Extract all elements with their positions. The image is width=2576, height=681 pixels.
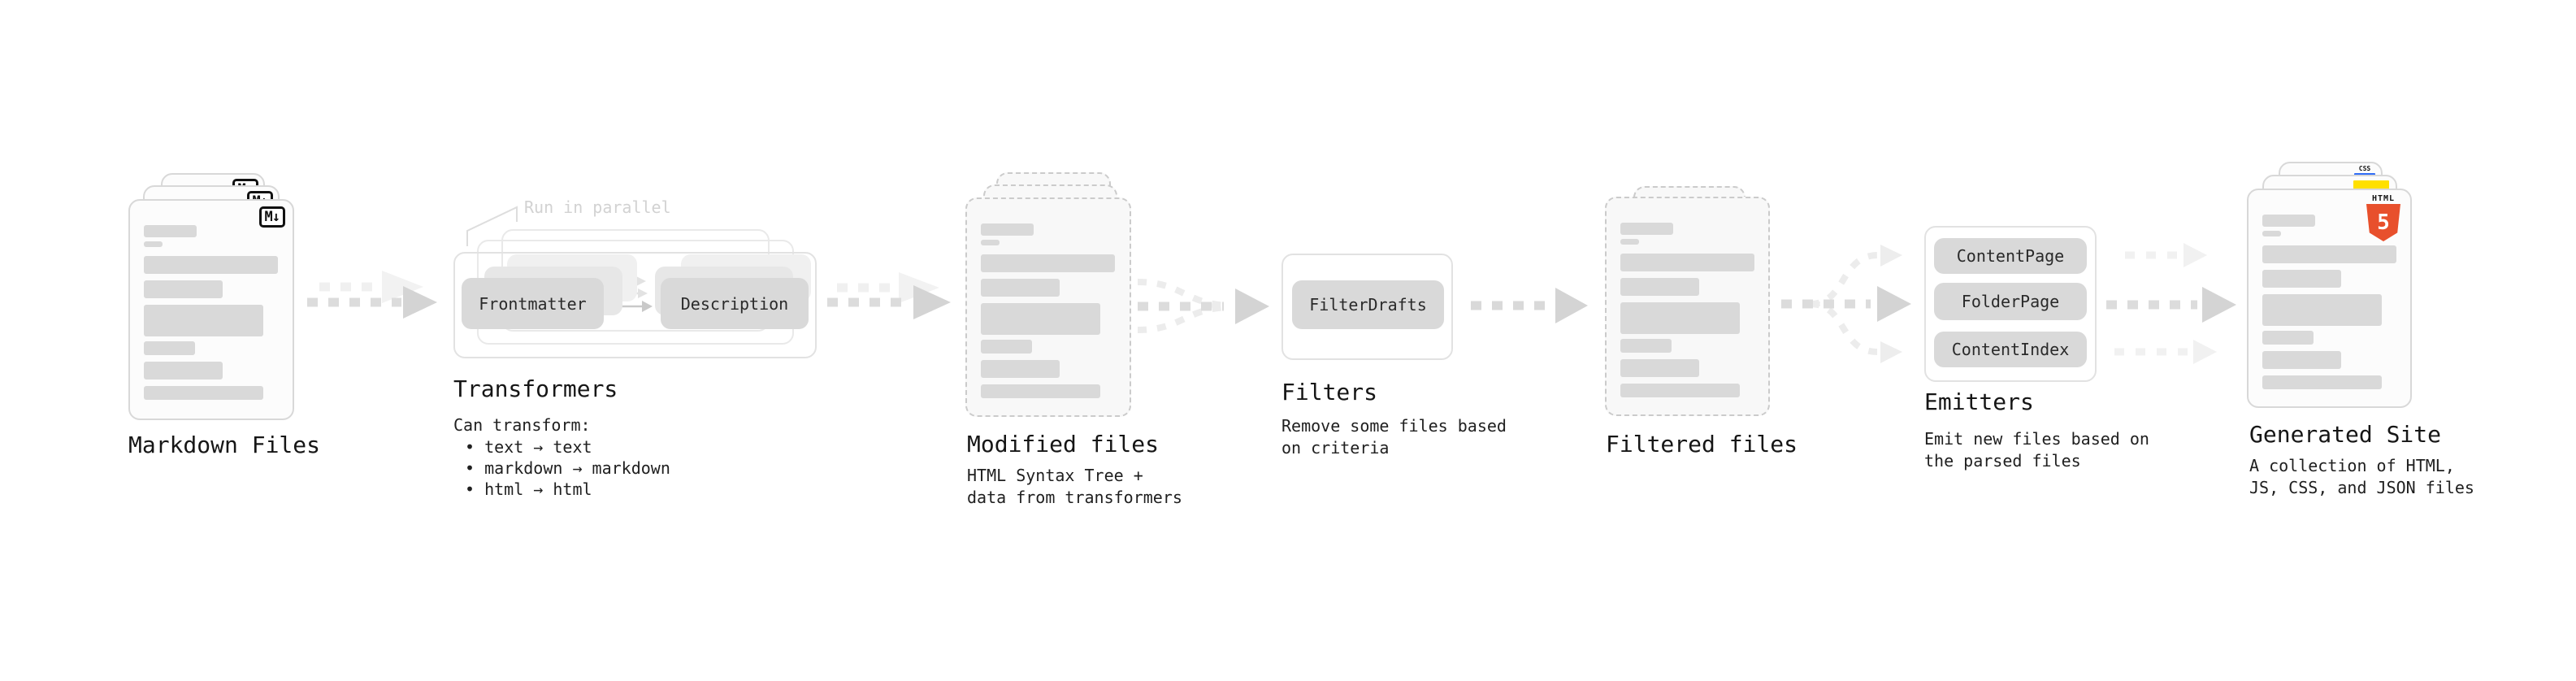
frontmatter-box: Frontmatter <box>462 278 604 329</box>
transformers-subtitle: Can transform: <box>453 415 591 435</box>
arrow-transformers-to-modified <box>827 272 951 319</box>
description-box: Description <box>661 278 809 329</box>
placeholder-bar <box>1620 359 1699 377</box>
desc-line: HTML Syntax Tree + <box>967 466 1143 485</box>
contentpage-box: ContentPage <box>1934 238 2087 274</box>
arrow-filters-to-filtered <box>1471 288 1588 323</box>
placeholder-bar <box>1620 254 1754 271</box>
placeholder-bar <box>1620 278 1699 296</box>
emitters-container <box>1924 226 2097 382</box>
markdown-files-label: Markdown Files <box>128 432 321 458</box>
filters-container <box>1281 254 1453 360</box>
placeholder-bar <box>981 340 1032 354</box>
filterdrafts-box: FilterDrafts <box>1292 280 1444 329</box>
placeholder-bar <box>981 360 1060 378</box>
filtered-file-card <box>1605 197 1770 416</box>
placeholder-bar <box>2262 294 2382 326</box>
html5-icon-label: HTML <box>2371 194 2396 203</box>
placeholder-bar <box>2262 375 2382 389</box>
generated-site-title: Generated Site <box>2249 421 2442 448</box>
desc-line: A collection of HTML, <box>2249 456 2455 475</box>
folderpage-box: FolderPage <box>1934 283 2087 320</box>
filters-desc: Remove some files based on criteria <box>1281 415 1507 459</box>
modified-files-title: Modified files <box>967 431 1160 458</box>
placeholder-bar <box>2262 351 2341 369</box>
emitters-title: Emitters <box>1924 388 2034 415</box>
placeholder-bar <box>144 256 278 274</box>
run-in-parallel-annotation: Run in parallel <box>524 197 671 217</box>
filters-title: Filters <box>1281 379 1378 406</box>
filtered-files-title: Filtered files <box>1606 431 1798 458</box>
placeholder-bar <box>1620 339 1672 353</box>
transformers-capability-list: • text → text • markdown → markdown • ht… <box>465 436 670 500</box>
desc-line: on criteria <box>1281 438 1390 458</box>
placeholder-bar <box>2262 215 2315 227</box>
placeholder-bar <box>981 384 1100 398</box>
placeholder-bar <box>144 241 163 247</box>
placeholder-bar <box>144 225 197 237</box>
placeholder-bar <box>1620 302 1740 334</box>
placeholder-bar <box>144 280 223 298</box>
desc-line: Emit new files based on <box>1924 429 2149 449</box>
contentindex-box: ContentIndex <box>1934 332 2087 367</box>
transformers-title: Transformers <box>453 375 618 402</box>
desc-line: data from transformers <box>967 488 1182 507</box>
desc-line: the parsed files <box>1924 451 2081 471</box>
arrow-emitters-to-site <box>2106 243 2236 364</box>
placeholder-bar <box>144 362 223 380</box>
arrow-markdown-to-transformers <box>307 271 437 319</box>
placeholder-bar <box>2262 245 2396 263</box>
placeholder-bar <box>1620 223 1673 235</box>
arrow-modified-to-filters <box>1137 279 1269 333</box>
placeholder-bar <box>2262 331 2314 345</box>
generated-site-desc: A collection of HTML, JS, CSS, and JSON … <box>2249 455 2474 499</box>
placeholder-bar <box>981 279 1060 297</box>
placeholder-bar <box>1620 384 1740 397</box>
placeholder-bar <box>981 254 1115 272</box>
modified-files-desc: HTML Syntax Tree + data from transformer… <box>967 465 1182 509</box>
emitters-desc: Emit new files based on the parsed files <box>1924 428 2149 472</box>
arrow-filtered-to-emitters <box>1781 245 1911 363</box>
placeholder-bar <box>144 341 195 355</box>
list-item: • markdown → markdown <box>465 458 670 478</box>
html5-shield: 5 <box>2366 204 2400 241</box>
placeholder-bar <box>2262 231 2281 236</box>
modified-file-card <box>965 197 1131 417</box>
placeholder-bar <box>2262 270 2341 288</box>
placeholder-bar <box>981 223 1034 236</box>
list-item: • text → text <box>465 437 592 457</box>
desc-line: JS, CSS, and JSON files <box>2249 478 2474 497</box>
html-file-card: HTML 5 <box>2247 189 2412 408</box>
placeholder-bar <box>144 386 263 400</box>
css-icon-label: CSS <box>2358 165 2371 172</box>
markdown-file-card: M↓ <box>128 199 294 420</box>
placeholder-bar <box>144 305 263 336</box>
transformer-container <box>453 252 817 358</box>
markdown-icon: M↓ <box>258 206 285 228</box>
placeholder-bar <box>981 303 1100 335</box>
placeholder-bar <box>1620 239 1639 245</box>
desc-line: Remove some files based <box>1281 416 1507 436</box>
placeholder-bar <box>981 240 1000 245</box>
list-item: • html → html <box>465 479 592 499</box>
html5-icon: HTML 5 <box>2365 194 2402 241</box>
